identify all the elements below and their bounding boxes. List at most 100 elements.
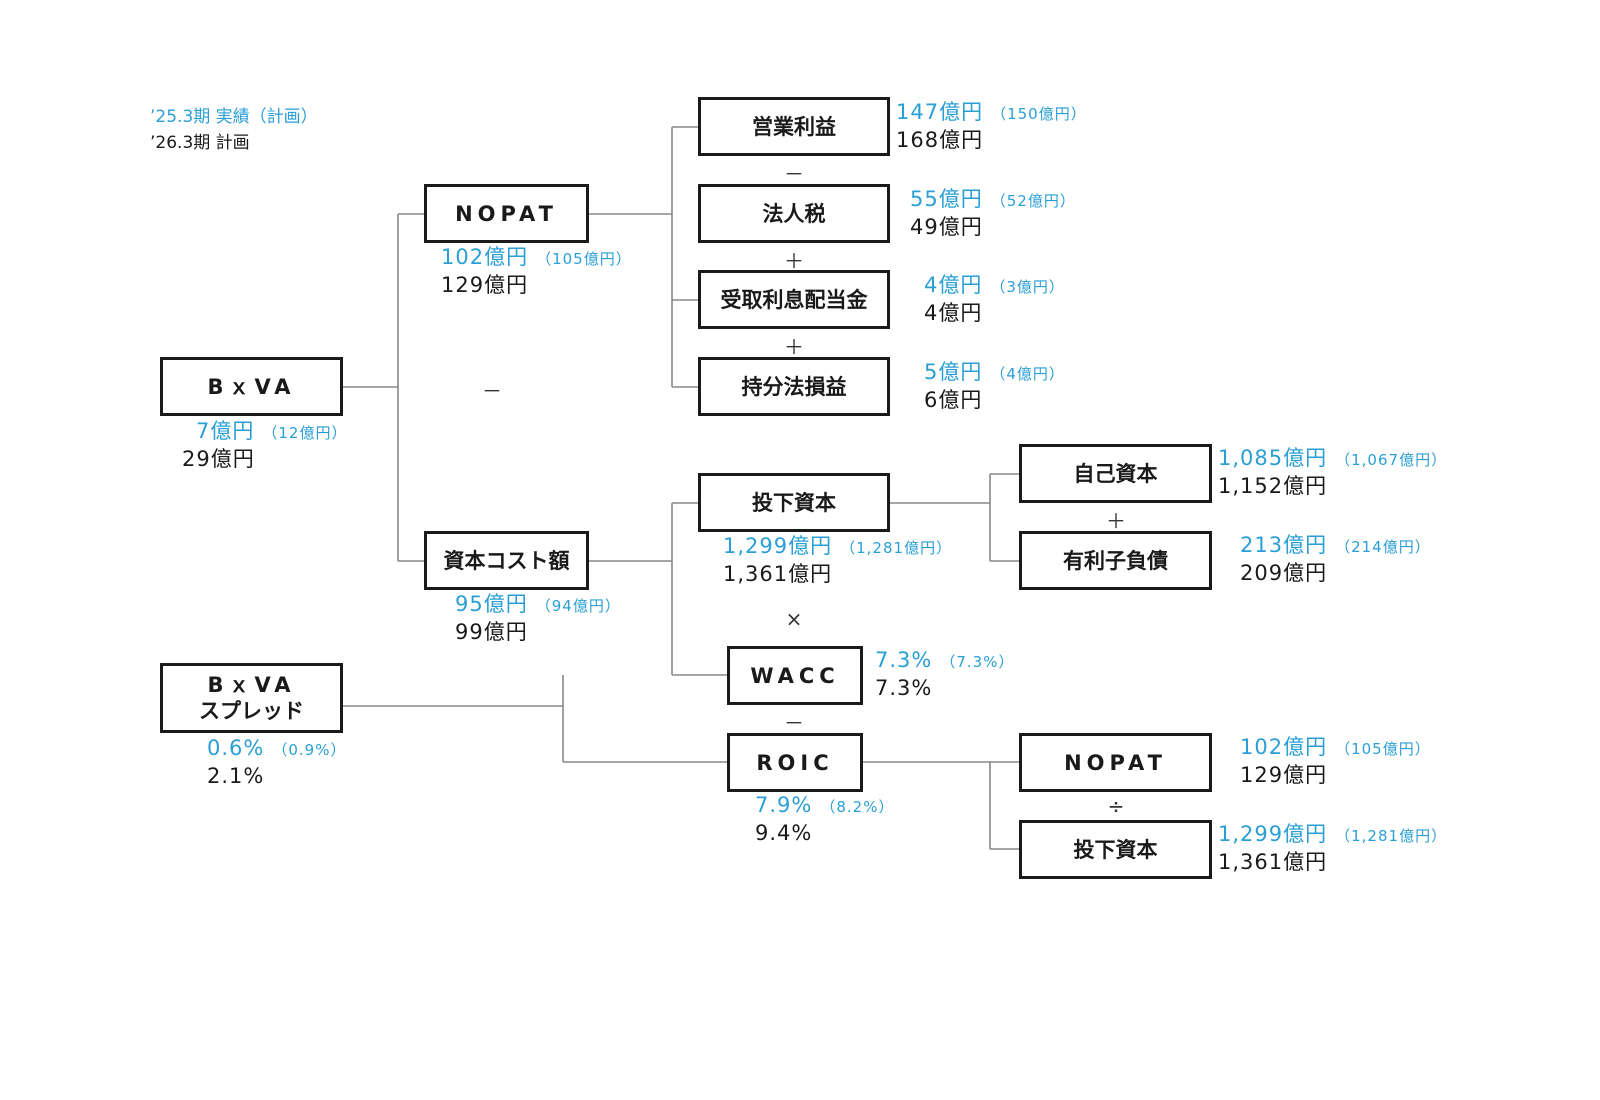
debt-box: 有利子負債 — [1019, 531, 1212, 590]
connector-spread — [343, 675, 727, 763]
debt-plan: （214億円） — [1335, 538, 1431, 556]
divide-operator: ÷ — [1107, 794, 1125, 818]
roic-nopat-next: 129億円 — [1240, 763, 1328, 787]
invested-actual: 1,299億円 — [723, 534, 833, 558]
debt-values: 213億円 （214億円） 209億円 — [1240, 531, 1431, 587]
roic-nopat-values: 102億円 （105億円） 129億円 — [1240, 733, 1431, 789]
tax-box: 法人税 — [698, 184, 890, 243]
wacc-box: WACC — [727, 646, 863, 705]
capital-cost-label: 資本コスト額 — [443, 548, 570, 573]
roic-invested-next: 1,361億円 — [1218, 850, 1328, 874]
times-operator: × — [785, 607, 803, 631]
debt-actual: 213億円 — [1240, 533, 1328, 557]
equity-box: 自己資本 — [1019, 444, 1212, 503]
connector-nopat — [589, 126, 698, 388]
bxva-values: 7億円 （12億円） 29億円 — [182, 417, 348, 473]
interest-div-values: 4億円 （3億円） 4億円 — [924, 271, 1065, 327]
op-profit-actual: 147億円 — [896, 100, 984, 124]
equity-next: 1,152億円 — [1218, 474, 1328, 498]
op-profit-label: 営業利益 — [752, 114, 836, 139]
wacc-next: 7.3% — [875, 676, 933, 700]
roic-nopat-label: NOPAT — [1064, 750, 1167, 775]
capital-cost-box: 資本コスト額 — [424, 531, 589, 590]
connector-bxva — [343, 213, 424, 562]
nopat-box: NOPAT — [424, 184, 589, 243]
equity-actual: 1,085億円 — [1218, 446, 1328, 470]
spread-box: BｘVA スプレッド — [160, 663, 343, 733]
equity-method-label: 持分法損益 — [741, 374, 847, 399]
op-profit-plan: （150億円） — [991, 105, 1087, 123]
legend-current: ’25.3期 実績（計画） — [150, 107, 318, 127]
roic-plan: （8.2%） — [820, 798, 895, 816]
spread-label-2: スプレッド — [199, 699, 304, 723]
roic-nopat-plan: （105億円） — [1335, 740, 1431, 758]
wacc-label: WACC — [750, 663, 840, 688]
capital-cost-actual: 95億円 — [455, 592, 528, 616]
tax-values: 55億円 （52億円） 49億円 — [910, 185, 1076, 241]
bxva-box: BｘVA — [160, 357, 343, 416]
tax-next: 49億円 — [910, 215, 983, 239]
tax-plan: （52億円） — [990, 192, 1076, 210]
equity-method-actual: 5億円 — [924, 360, 983, 384]
wacc-plan: （7.3%） — [940, 653, 1015, 671]
spread-plan: （0.9%） — [272, 741, 347, 759]
nopat-next: 129億円 — [441, 273, 529, 297]
capital-cost-next: 99億円 — [455, 620, 528, 644]
roic-invested-actual: 1,299億円 — [1218, 822, 1328, 846]
roic-nopat-actual: 102億円 — [1240, 735, 1328, 759]
interest-div-plan: （3億円） — [990, 278, 1065, 296]
roic-box: ROIC — [727, 733, 863, 792]
tax-label: 法人税 — [762, 201, 826, 226]
interest-div-actual: 4億円 — [924, 273, 983, 297]
op-profit-box: 営業利益 — [698, 97, 890, 156]
nopat-plan: （105億円） — [536, 250, 632, 268]
interest-div-label: 受取利息配当金 — [720, 287, 868, 312]
equity-method-plan: （4億円） — [990, 365, 1065, 383]
invested-plan: （1,281億円） — [840, 539, 953, 557]
bxva-next: 29億円 — [182, 447, 255, 471]
tax-actual: 55億円 — [910, 187, 983, 211]
equity-method-box: 持分法損益 — [698, 357, 890, 416]
interest-div-next: 4億円 — [924, 301, 983, 325]
debt-label: 有利子負債 — [1063, 548, 1168, 573]
op-profit-values: 147億円 （150億円） 168億円 — [896, 98, 1087, 154]
roic-actual: 7.9% — [755, 793, 813, 817]
interest-plus-operator: ＋ — [784, 335, 804, 359]
invested-next: 1,361億円 — [723, 562, 833, 586]
roic-nopat-box: NOPAT — [1019, 733, 1212, 792]
debt-next: 209億円 — [1240, 561, 1328, 585]
invested-label: 投下資本 — [752, 490, 836, 515]
connector-capital-cost — [589, 502, 727, 676]
equity-plus-operator: ＋ — [1106, 509, 1126, 533]
equity-method-next: 6億円 — [924, 388, 983, 412]
wacc-minus-operator: － — [784, 711, 804, 735]
op-minus-operator: － — [784, 162, 804, 186]
spread-values: 0.6% （0.9%） 2.1% — [207, 734, 346, 790]
roic-label: ROIC — [756, 750, 834, 775]
connector-roic — [863, 761, 1019, 850]
invested-box: 投下資本 — [698, 473, 890, 532]
spread-actual: 0.6% — [207, 736, 265, 760]
roic-next: 9.4% — [755, 821, 813, 845]
roic-invested-label: 投下資本 — [1073, 837, 1158, 862]
spread-next: 2.1% — [207, 764, 265, 788]
legend: ’25.3期 実績（計画） ’26.3期 計画 — [150, 104, 318, 156]
connector-invested — [890, 473, 1019, 562]
invested-values: 1,299億円 （1,281億円） 1,361億円 — [723, 532, 952, 588]
capital-cost-values: 95億円（94億円） 99億円 — [455, 590, 621, 646]
legend-next: ’26.3期 計画 — [150, 133, 250, 153]
roic-invested-values: 1,299億円 （1,281億円） 1,361億円 — [1218, 820, 1447, 876]
op-profit-next: 168億円 — [896, 128, 984, 152]
bxva-actual: 7億円 — [196, 419, 255, 443]
roic-values: 7.9% （8.2%） 9.4% — [755, 791, 894, 847]
spread-label-1: BｘVA — [207, 673, 296, 697]
wacc-values: 7.3%（7.3%） 7.3% — [875, 646, 1014, 702]
bxva-minus-operator: － — [482, 379, 502, 403]
roic-invested-box: 投下資本 — [1019, 820, 1212, 879]
nopat-values: 102億円（105億円） 129億円 — [441, 243, 632, 299]
equity-label: 自己資本 — [1073, 461, 1158, 486]
equity-values: 1,085億円（1,067億円） 1,152億円 — [1218, 444, 1447, 500]
roic-invested-plan: （1,281億円） — [1335, 827, 1448, 845]
bxva-plan: （12億円） — [262, 424, 348, 442]
